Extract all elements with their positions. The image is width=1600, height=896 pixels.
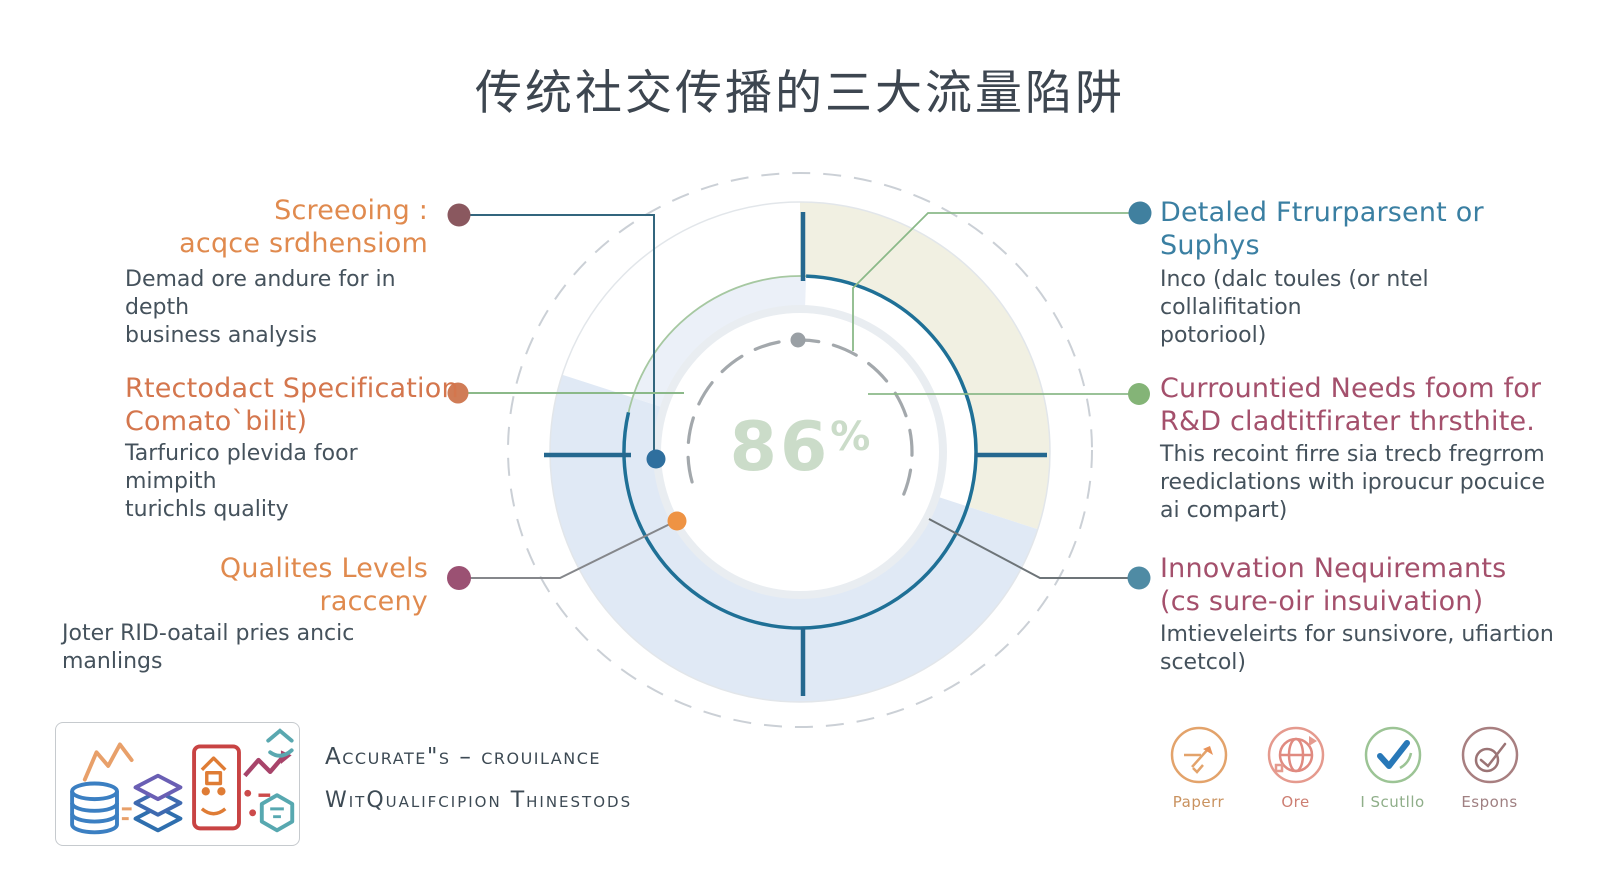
right-item-2-body: This recoint firre sia trecb fregrrom re… <box>1160 441 1580 525</box>
gauge-top-dot <box>790 332 806 348</box>
dash-marks <box>121 807 132 821</box>
heading-line: Comato`bilit) <box>125 406 308 437</box>
legend-item-scutllo: I Scutllo <box>1344 724 1441 811</box>
legend-label: Paperr <box>1172 793 1225 811</box>
ring-segment-blue <box>549 374 1038 703</box>
left-item-2-body: Tarfurico plevida foor mimpith turichls … <box>125 440 455 524</box>
right-item-2-heading: Currountied Needs foom for R&D cladtitfi… <box>1160 372 1580 438</box>
body-line: turichls quality <box>125 497 289 522</box>
heading-line: R&D cladtitfirater thrsthite. <box>1160 406 1536 437</box>
legend-item-espons: Espons <box>1441 724 1538 811</box>
heading-line: Detaled Ftrurparsent or <box>1160 197 1484 228</box>
globe-refresh-icon <box>1267 726 1324 784</box>
left-item-2-heading: Rtectodact Specification Comato`bilit) <box>125 372 465 438</box>
heading-line: Currountied Needs foom for <box>1160 373 1542 404</box>
page-title: 传统社交传播的三大流量陷阱 <box>475 66 1125 121</box>
left-item-3-body: Joter RID-oatail pries ancic manlings <box>62 620 442 676</box>
legend-label: Ore <box>1281 793 1310 811</box>
dot-right-1 <box>1128 201 1152 225</box>
legend-item-paperr: Paperr <box>1150 724 1247 811</box>
arrow-icon <box>243 756 284 778</box>
decorative-icon-cluster <box>70 728 295 835</box>
body-line: business analysis <box>125 323 317 348</box>
footer-legend: Paperr Ore I Scutllo <box>1150 724 1538 811</box>
hexagon-icon <box>259 793 295 833</box>
inner-disc <box>661 313 939 591</box>
gauge-value: 86 <box>729 408 831 487</box>
gauge-orange-dot <box>667 511 687 531</box>
paper-trend-icon <box>1170 726 1227 784</box>
outer-dashed-circle <box>507 172 1093 728</box>
gauge-blue-dot <box>646 449 666 469</box>
left-item-1-body: Demad ore andure for in depth business a… <box>125 266 455 350</box>
heading-line: Rtectodact Specification <box>125 373 459 404</box>
heading-line: racceny <box>319 586 428 617</box>
caption-line-2: WitQualifcipion Thinestods <box>325 788 633 813</box>
trend-line-icon <box>82 742 134 782</box>
dot-right-2 <box>1128 383 1150 405</box>
legend-label: Espons <box>1461 793 1518 811</box>
database-icon <box>70 781 119 835</box>
heading-line: acqce srdhensiom <box>179 228 428 259</box>
ring-outline <box>549 201 1051 703</box>
dot-right-3 <box>1127 566 1151 590</box>
heading-line: Screeoing : <box>274 195 428 226</box>
connector-right-3 <box>928 518 1136 579</box>
gauge-unit: % <box>830 414 871 460</box>
right-item-3-body: Imtieveleirts for sunsivore, ufiartion s… <box>1160 621 1580 677</box>
footer-caption: Accurate"s – crouilance WitQualifcipion … <box>325 744 632 813</box>
body-line: Demad ore andure for in depth <box>125 267 396 320</box>
body-line: potoriool) <box>1160 323 1267 348</box>
body-line: Imtieveleirts for sunsivore, ufiartion <box>1160 622 1554 647</box>
connector-right-1 <box>852 212 1136 351</box>
document-icon <box>192 744 241 831</box>
teal-arc <box>622 274 978 630</box>
right-item-3-heading: Innovation Nequiremants (cs sure-oir ins… <box>1160 552 1580 618</box>
body-line: scetcol) <box>1160 650 1246 675</box>
right-item-1-body: Inco (dalc toules (or ntel collalifitati… <box>1160 266 1560 350</box>
document-glyphs <box>200 756 227 816</box>
gauge-percent: 86% <box>690 408 910 487</box>
body-line: Inco (dalc toules (or ntel collalifitati… <box>1160 267 1429 320</box>
dot-left-3 <box>447 566 471 590</box>
connector-left-3 <box>462 521 675 579</box>
verified-icon <box>1461 726 1518 784</box>
heading-line: (cs sure-oir insuivation) <box>1160 586 1484 617</box>
legend-label: I Scutllo <box>1360 793 1425 811</box>
caption-line-1: Accurate"s – crouilance <box>325 744 601 770</box>
ring-segment-beige <box>800 201 1051 530</box>
heading-line: Innovation Nequiremants <box>1160 553 1507 584</box>
heading-line: Suphys <box>1160 230 1260 261</box>
body-line: ai compart) <box>1160 498 1288 523</box>
legend-item-ore: Ore <box>1247 724 1344 811</box>
body-line: This recoint firre sia trecb fregrrom <box>1160 442 1545 467</box>
left-item-3-heading: Qualites Levels racceny <box>60 552 428 618</box>
dot-left-2 <box>447 382 469 404</box>
chevron-wave-icon <box>266 728 294 758</box>
checkmark-icon <box>1364 726 1421 784</box>
left-item-1-heading: Screeoing : acqce srdhensiom <box>60 194 428 260</box>
heading-line: Qualites Levels <box>219 553 428 584</box>
dot-left-1 <box>447 203 471 227</box>
decorative-icon-box <box>55 722 300 846</box>
body-line: Joter RID-oatail pries ancic manlings <box>62 621 355 674</box>
layers-icon <box>133 773 183 833</box>
body-line: Tarfurico plevida foor mimpith <box>125 441 358 494</box>
body-line: reediclations with iproucur pocuice <box>1160 470 1545 495</box>
connector-left-1 <box>462 214 655 450</box>
right-item-1-heading: Detaled Ftrurparsent or Suphys <box>1160 196 1560 262</box>
